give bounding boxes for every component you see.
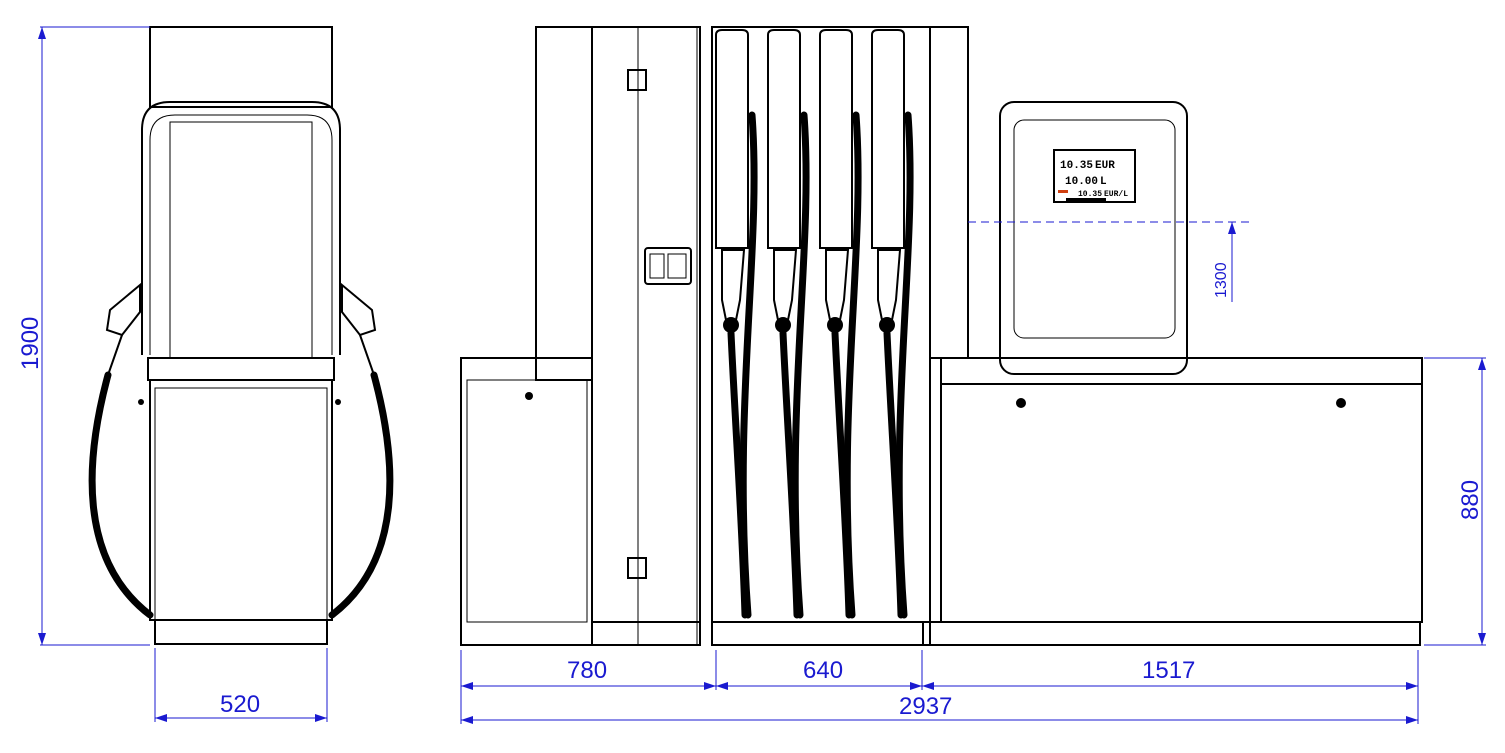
display-volume-unit: L xyxy=(1100,176,1107,188)
dimension-arrowheads xyxy=(38,27,1486,724)
dim-height-total: 1900 xyxy=(17,317,44,370)
dim-depth: 520 xyxy=(220,691,260,718)
display-accent-indicator xyxy=(1058,190,1068,193)
display-amount: 10.35 xyxy=(1060,160,1093,172)
display-amount-unit: EUR xyxy=(1095,160,1115,172)
display-readout: 10.35 EUR 10.00 L 10.35 EUR/L xyxy=(1058,160,1128,201)
display-price-unit: EUR/L xyxy=(1104,190,1128,199)
display-volume: 10.00 xyxy=(1065,176,1098,188)
front-view xyxy=(460,26,1423,646)
side-view xyxy=(88,26,394,645)
dim-section-left: 780 xyxy=(567,657,607,684)
dimension-lines xyxy=(40,26,1486,724)
dimension-labels: 1900 520 780 640 1517 2937 880 1300 xyxy=(17,262,1484,720)
dim-display-height: 1300 xyxy=(1213,262,1230,298)
display-price: 10.35 xyxy=(1078,190,1102,199)
dim-length-total: 2937 xyxy=(899,693,952,720)
dim-section-right: 1517 xyxy=(1142,657,1195,684)
dim-section-middle: 640 xyxy=(803,657,843,684)
dim-base-height: 880 xyxy=(1457,480,1484,520)
